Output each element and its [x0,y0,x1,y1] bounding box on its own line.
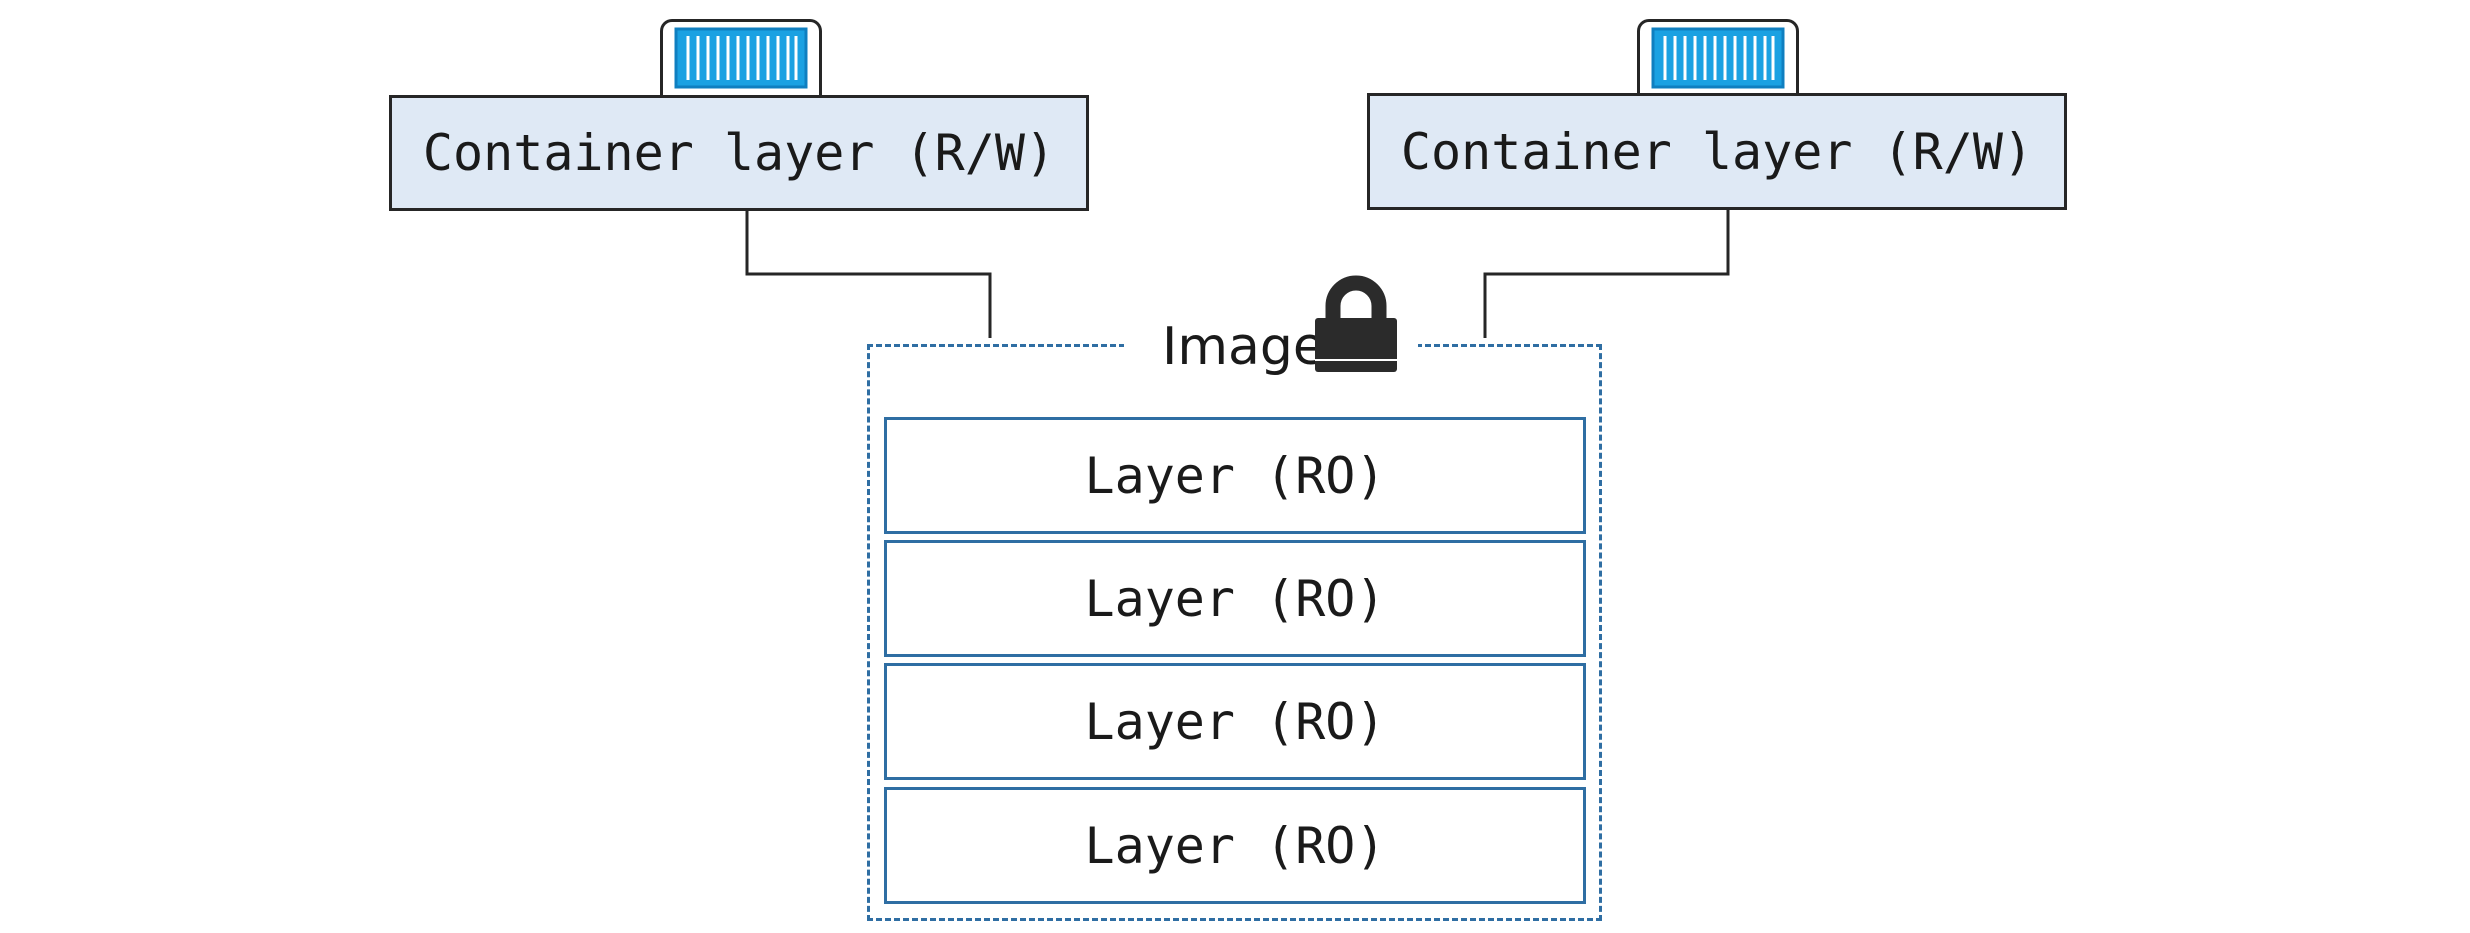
lock-icon [1315,275,1397,372]
shipping-container-icon [1651,27,1785,89]
image-title: Image [1162,317,1325,377]
connector-right [1483,210,1730,338]
shipping-container-icon [674,27,808,89]
image-layer-4: Layer (RO) [884,787,1586,904]
image-layer-3: Layer (RO) [884,663,1586,780]
image-layer-1: Layer (RO) [884,417,1586,534]
container-layer-left: Container layer (R/W) [389,95,1089,211]
container-layer-right: Container layer (R/W) [1367,93,2067,210]
connector-left [745,210,992,338]
image-layer-2: Layer (RO) [884,540,1586,657]
